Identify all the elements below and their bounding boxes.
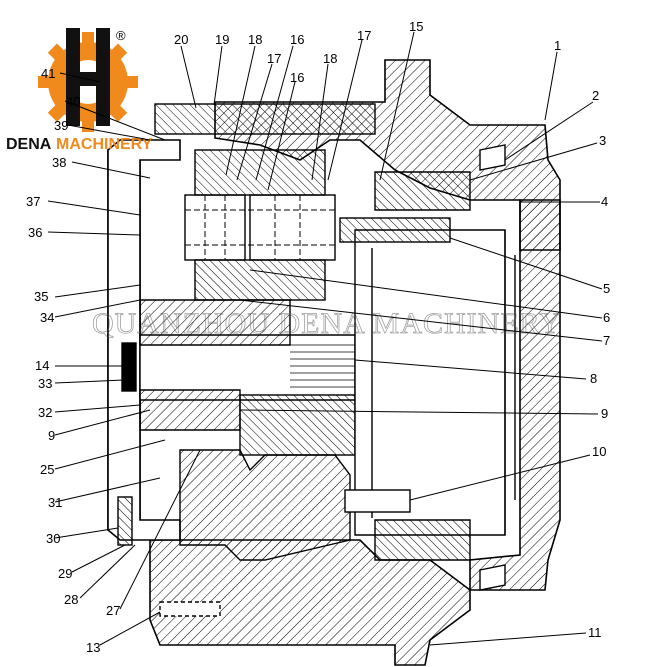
callout-3: 3 bbox=[599, 133, 606, 148]
callout-20: 20 bbox=[174, 32, 188, 47]
callout-41: 41 bbox=[41, 66, 55, 81]
callout-16: 16 bbox=[290, 32, 304, 47]
callout-5: 5 bbox=[603, 281, 610, 296]
callout-33: 33 bbox=[38, 376, 52, 391]
callout-1: 1 bbox=[554, 38, 561, 53]
callout-2: 2 bbox=[592, 88, 599, 103]
callout-39: 39 bbox=[54, 118, 68, 133]
callout-27: 27 bbox=[106, 603, 120, 618]
callout-37: 37 bbox=[26, 194, 40, 209]
callout-38: 38 bbox=[52, 155, 66, 170]
callout-34: 34 bbox=[40, 310, 54, 325]
callout-14: 14 bbox=[35, 358, 49, 373]
callout-11: 11 bbox=[588, 625, 602, 640]
callout-16-b: 16 bbox=[290, 70, 304, 85]
h-letter-logo-icon bbox=[66, 28, 110, 126]
callout-10: 10 bbox=[592, 444, 606, 459]
callout-18-b: 18 bbox=[323, 51, 337, 66]
planetary-gear-stage bbox=[117, 103, 516, 617]
callout-6: 6 bbox=[603, 310, 610, 325]
callout-15: 15 bbox=[409, 19, 423, 34]
callout-8: 8 bbox=[590, 371, 597, 386]
callout-labels: 20 19 18 16 17 16 18 17 15 1 2 3 4 5 6 7… bbox=[26, 19, 610, 655]
callout-13: 13 bbox=[86, 640, 100, 655]
callout-40: 40 bbox=[66, 94, 80, 109]
callout-28: 28 bbox=[64, 592, 78, 607]
callout-31: 31 bbox=[48, 495, 62, 510]
brand-logo: ® DENA MACHINERY bbox=[6, 28, 153, 153]
callout-29: 29 bbox=[58, 566, 72, 581]
callout-17: 17 bbox=[267, 51, 281, 66]
callout-35: 35 bbox=[34, 289, 48, 304]
callout-25: 25 bbox=[40, 462, 54, 477]
watermark-text: QUANZHOU DENA MACHINERY bbox=[92, 307, 562, 340]
callout-9-b: 9 bbox=[48, 428, 55, 443]
callout-19: 19 bbox=[215, 32, 229, 47]
callout-36: 36 bbox=[28, 225, 42, 240]
brand-name-machinery: MACHINERY bbox=[56, 136, 153, 153]
callout-7: 7 bbox=[603, 333, 610, 348]
callout-30: 30 bbox=[46, 531, 60, 546]
callout-9: 9 bbox=[601, 406, 608, 421]
callout-4: 4 bbox=[601, 194, 608, 209]
callout-18: 18 bbox=[248, 32, 262, 47]
callout-17-b: 17 bbox=[357, 28, 371, 43]
registered-mark: ® bbox=[116, 28, 126, 43]
callout-32: 32 bbox=[38, 405, 52, 420]
brand-name-dena: DENA bbox=[6, 136, 52, 153]
leader-lines bbox=[47, 31, 603, 646]
